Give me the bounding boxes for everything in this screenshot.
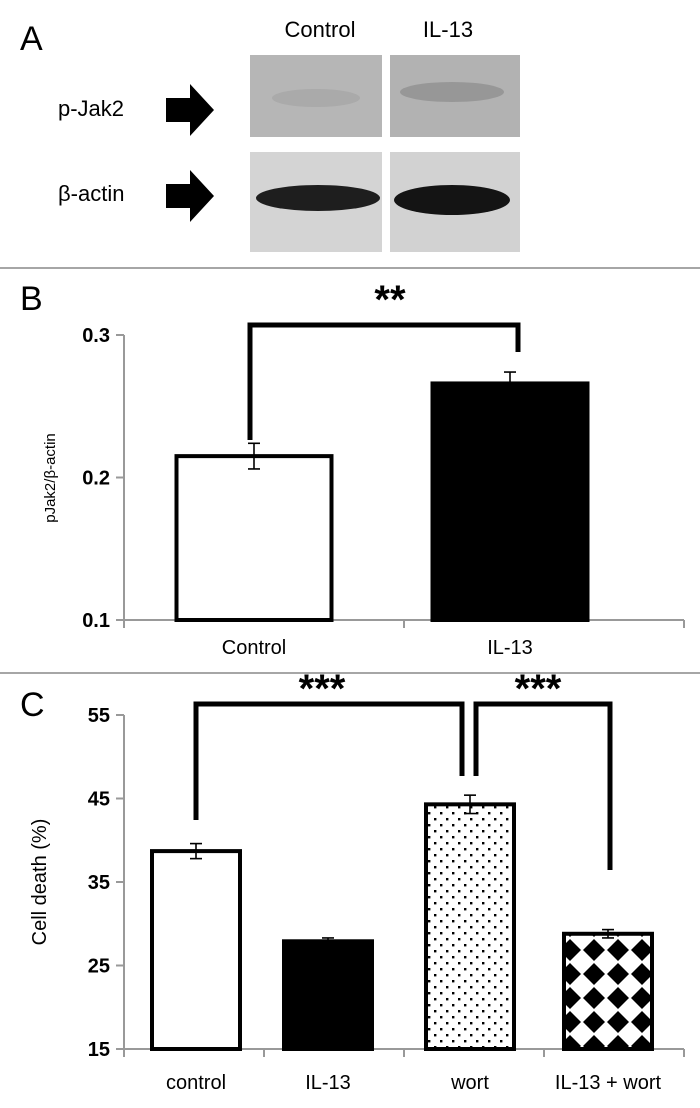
blot-column-label-il13: IL-13 <box>423 17 473 42</box>
significance-marker: *** <box>299 667 346 711</box>
significance-bracket: *** <box>193 667 465 820</box>
panel-a-label: A <box>20 20 43 58</box>
error-bar <box>602 928 614 939</box>
significance-marker: *** <box>515 667 562 711</box>
x-tick-label: IL-13 + wort <box>555 1072 662 1094</box>
panel-c-label: C <box>20 686 45 724</box>
error-bar <box>322 937 334 946</box>
western-blot-image <box>250 55 520 252</box>
panel-a: A Control IL-13 p-Jak2 β-actin <box>20 17 520 252</box>
x-tick-label: control <box>166 1072 226 1094</box>
significance-bracket: ** <box>247 278 521 440</box>
panel-b-label: B <box>20 280 43 318</box>
y-axis-title: pJak2/β-actin <box>42 433 59 523</box>
error-bar <box>464 794 476 815</box>
bar-il-13 <box>282 939 374 1051</box>
y-tick-label: 45 <box>88 789 110 811</box>
y-tick-label: 0.1 <box>82 610 110 632</box>
bar-il-13 <box>430 381 590 623</box>
arrow-right-icon <box>166 170 214 222</box>
y-tick-label: 55 <box>88 705 110 727</box>
arrow-right-icon <box>166 84 214 136</box>
blot-row-label-beta-actin: β-actin <box>58 181 124 206</box>
y-axis-title: Cell death (%) <box>29 819 51 946</box>
bar-control <box>150 849 242 1051</box>
blot-row-label-pjak2: p-Jak2 <box>58 96 124 121</box>
error-bar <box>248 442 260 470</box>
y-tick-label: 15 <box>88 1039 110 1061</box>
bar-control <box>174 454 334 622</box>
bar-il-13-wort <box>562 931 654 1052</box>
panel-b: B pJak2/β-actin 0.1 0.2 0.3 Control IL-13 *… <box>20 278 685 659</box>
x-tick-label: IL-13 <box>305 1072 351 1094</box>
blot-column-label-control: Control <box>285 17 356 42</box>
x-tick-label: IL-13 <box>487 637 533 659</box>
y-tick-label: 25 <box>88 956 110 978</box>
bar-wort <box>424 802 516 1051</box>
error-bar <box>190 842 202 860</box>
significance-bracket: *** <box>473 667 613 870</box>
panel-c: C Cell death (%) 15 25 35 45 55 control IL-13… <box>20 667 685 1094</box>
y-tick-label: 35 <box>88 872 110 894</box>
error-bar <box>504 371 516 396</box>
y-tick-label: 0.3 <box>82 325 110 347</box>
x-tick-label: Control <box>222 637 286 659</box>
x-tick-label: wort <box>450 1072 489 1094</box>
y-tick-label: 0.2 <box>82 468 110 490</box>
significance-marker: ** <box>374 278 406 322</box>
